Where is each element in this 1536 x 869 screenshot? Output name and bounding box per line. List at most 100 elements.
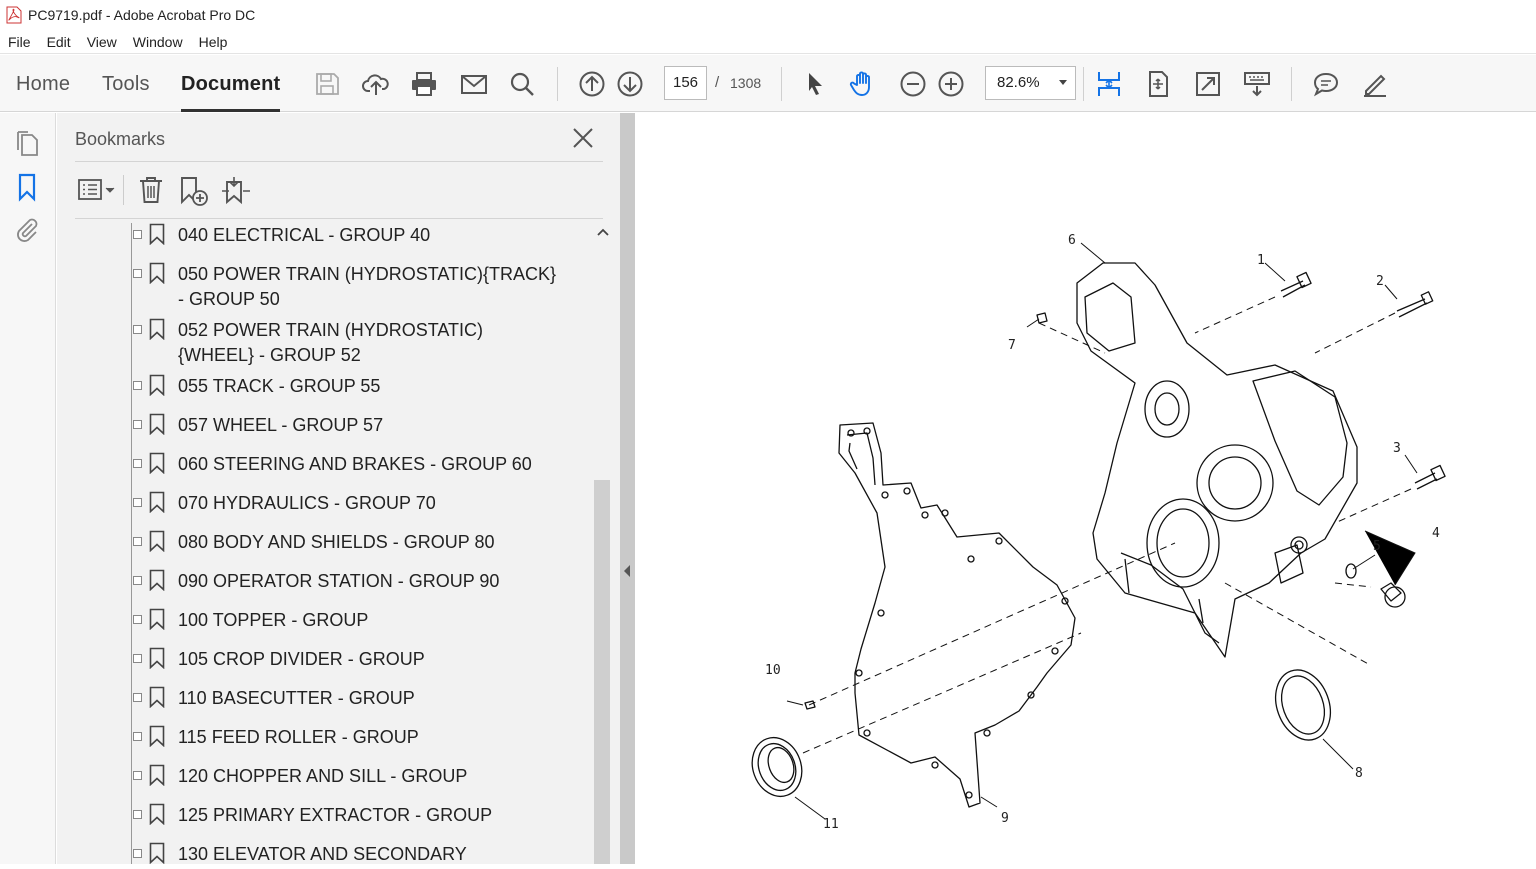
expand-toggle[interactable] bbox=[133, 693, 142, 702]
expand-toggle[interactable] bbox=[133, 849, 142, 858]
pdf-file-icon bbox=[6, 6, 22, 24]
comment-icon bbox=[1313, 72, 1339, 97]
scroll-up-arrow-icon[interactable] bbox=[597, 228, 609, 236]
page-separator: / bbox=[715, 74, 720, 91]
bookmark-label: 050 POWER TRAIN (HYDROSTATIC){TRACK} - G… bbox=[178, 264, 557, 309]
expand-toggle[interactable] bbox=[133, 269, 142, 278]
expand-toggle[interactable] bbox=[133, 771, 142, 780]
expand-toggle[interactable] bbox=[133, 325, 142, 334]
bookmark-item[interactable]: 070 HYDRAULICS - GROUP 70 bbox=[131, 491, 558, 530]
tab-home[interactable]: Home bbox=[16, 73, 71, 95]
bookmark-icon bbox=[149, 803, 165, 825]
bookmark-item[interactable]: 100 TOPPER - GROUP bbox=[131, 608, 558, 647]
close-icon[interactable] bbox=[571, 126, 595, 150]
bookmark-item[interactable]: 125 PRIMARY EXTRACTOR - GROUP bbox=[131, 803, 558, 842]
bookmark-icon bbox=[149, 608, 165, 630]
bookmark-item[interactable]: 052 POWER TRAIN (HYDROSTATIC){WHEEL} - G… bbox=[131, 318, 558, 374]
panel-splitter[interactable] bbox=[620, 113, 635, 864]
read-mode-button[interactable] bbox=[1240, 67, 1274, 101]
expand-toggle[interactable] bbox=[133, 576, 142, 585]
comment-button[interactable] bbox=[1309, 67, 1343, 101]
collapse-panel-arrow-icon[interactable] bbox=[624, 565, 630, 577]
tree-connector-line bbox=[131, 223, 132, 262]
tab-tools[interactable]: Tools bbox=[102, 73, 150, 95]
bookmarks-scrollbar-thumb[interactable] bbox=[594, 480, 610, 864]
hand-tool-button[interactable] bbox=[846, 67, 880, 101]
next-page-button[interactable] bbox=[613, 67, 647, 101]
save-button[interactable] bbox=[310, 67, 344, 101]
expand-toggle[interactable] bbox=[133, 459, 142, 468]
bookmark-item[interactable]: 130 ELEVATOR AND SECONDARY EXTRACTOR - bbox=[131, 842, 558, 864]
print-button[interactable] bbox=[407, 67, 441, 101]
expand-toggle[interactable] bbox=[133, 537, 142, 546]
title-bar: PC9719.pdf - Adobe Acrobat Pro DC bbox=[0, 0, 1536, 30]
menu-file[interactable]: File bbox=[8, 33, 31, 50]
expand-toggle[interactable] bbox=[133, 654, 142, 663]
bookmark-item[interactable]: 057 WHEEL - GROUP 57 bbox=[131, 413, 558, 452]
expand-toggle[interactable] bbox=[133, 498, 142, 507]
new-bookmark-icon[interactable] bbox=[178, 175, 210, 207]
bookmark-options-icon[interactable] bbox=[77, 175, 117, 205]
attachment-paperclip-icon[interactable] bbox=[12, 215, 42, 245]
expand-toggle[interactable] bbox=[133, 230, 142, 239]
zoom-level-dropdown[interactable]: 82.6% bbox=[985, 66, 1076, 100]
email-button[interactable] bbox=[457, 67, 491, 101]
bookmark-item[interactable]: 115 FEED ROLLER - GROUP bbox=[131, 725, 558, 764]
page-thumbnails-icon[interactable] bbox=[12, 128, 42, 158]
bookmark-icon bbox=[149, 262, 165, 284]
bookmark-item[interactable]: 090 OPERATOR STATION - GROUP 90 bbox=[131, 569, 558, 608]
bookmark-item[interactable]: 120 CHOPPER AND SILL - GROUP bbox=[131, 764, 558, 803]
toolbar-divider bbox=[1291, 67, 1292, 101]
toolbar-divider bbox=[781, 67, 782, 101]
callout-label: 1 bbox=[1257, 253, 1265, 268]
expand-toggle[interactable] bbox=[133, 810, 142, 819]
expand-toggle[interactable] bbox=[133, 381, 142, 390]
expand-toggle[interactable] bbox=[133, 615, 142, 624]
tree-connector-line bbox=[131, 530, 132, 569]
document-view[interactable]: 1 2 3 4 5 6 7 8 9 10 11 bbox=[635, 113, 1536, 864]
bookmark-panel-icon[interactable] bbox=[12, 172, 42, 202]
bookmark-icon bbox=[149, 491, 165, 513]
previous-page-button[interactable] bbox=[575, 67, 609, 101]
expand-toggle[interactable] bbox=[133, 732, 142, 741]
expand-toggle[interactable] bbox=[133, 420, 142, 429]
menu-view[interactable]: View bbox=[86, 33, 117, 50]
tree-connector-line bbox=[131, 318, 132, 374]
tab-document[interactable]: Document bbox=[181, 73, 281, 112]
menu-edit[interactable]: Edit bbox=[46, 33, 71, 50]
bookmark-item[interactable]: 110 BASECUTTER - GROUP bbox=[131, 686, 558, 725]
trash-icon[interactable] bbox=[137, 175, 165, 205]
tree-connector-line bbox=[131, 608, 132, 647]
tree-connector-line bbox=[131, 569, 132, 608]
rotate-view-button[interactable] bbox=[1141, 67, 1175, 101]
bookmark-item[interactable]: 040 ELECTRICAL - GROUP 40 bbox=[131, 223, 558, 262]
search-button[interactable] bbox=[505, 67, 539, 101]
tree-connector-line bbox=[131, 452, 132, 491]
upload-cloud-button[interactable] bbox=[359, 67, 393, 101]
menu-help[interactable]: Help bbox=[198, 33, 228, 50]
search-icon bbox=[510, 72, 534, 96]
page-fit-icon bbox=[1149, 71, 1168, 97]
bookmark-item[interactable]: 080 BODY AND SHIELDS - GROUP 80 bbox=[131, 530, 558, 569]
expand-bookmarks-icon[interactable] bbox=[220, 175, 252, 207]
full-screen-button[interactable] bbox=[1191, 67, 1225, 101]
page-number-input[interactable]: 156 bbox=[664, 66, 707, 100]
printer-icon bbox=[412, 72, 436, 96]
menu-window[interactable]: Window bbox=[132, 33, 183, 50]
bookmark-label: 052 POWER TRAIN (HYDROSTATIC){WHEEL} - G… bbox=[178, 320, 484, 365]
bookmark-item[interactable]: 050 POWER TRAIN (HYDROSTATIC){TRACK} - G… bbox=[131, 262, 558, 318]
bookmark-item[interactable]: 060 STEERING AND BRAKES - GROUP 60 bbox=[131, 452, 558, 491]
bookmark-label: 100 TOPPER - GROUP bbox=[178, 610, 369, 630]
bookmark-item[interactable]: 105 CROP DIVIDER - GROUP bbox=[131, 647, 558, 686]
tree-connector-line bbox=[131, 262, 132, 318]
callout-label: 3 bbox=[1393, 441, 1401, 456]
zoom-in-button[interactable] bbox=[934, 67, 968, 101]
expand-icon bbox=[1196, 72, 1220, 96]
bookmark-item[interactable]: 055 TRACK - GROUP 55 bbox=[131, 374, 558, 413]
callout-label: 2 bbox=[1376, 274, 1384, 289]
sign-button[interactable] bbox=[1358, 67, 1392, 101]
select-tool-button[interactable] bbox=[798, 67, 832, 101]
scrolling-mode-button[interactable] bbox=[1092, 67, 1126, 101]
zoom-out-button[interactable] bbox=[896, 67, 930, 101]
envelope-icon bbox=[461, 75, 487, 94]
